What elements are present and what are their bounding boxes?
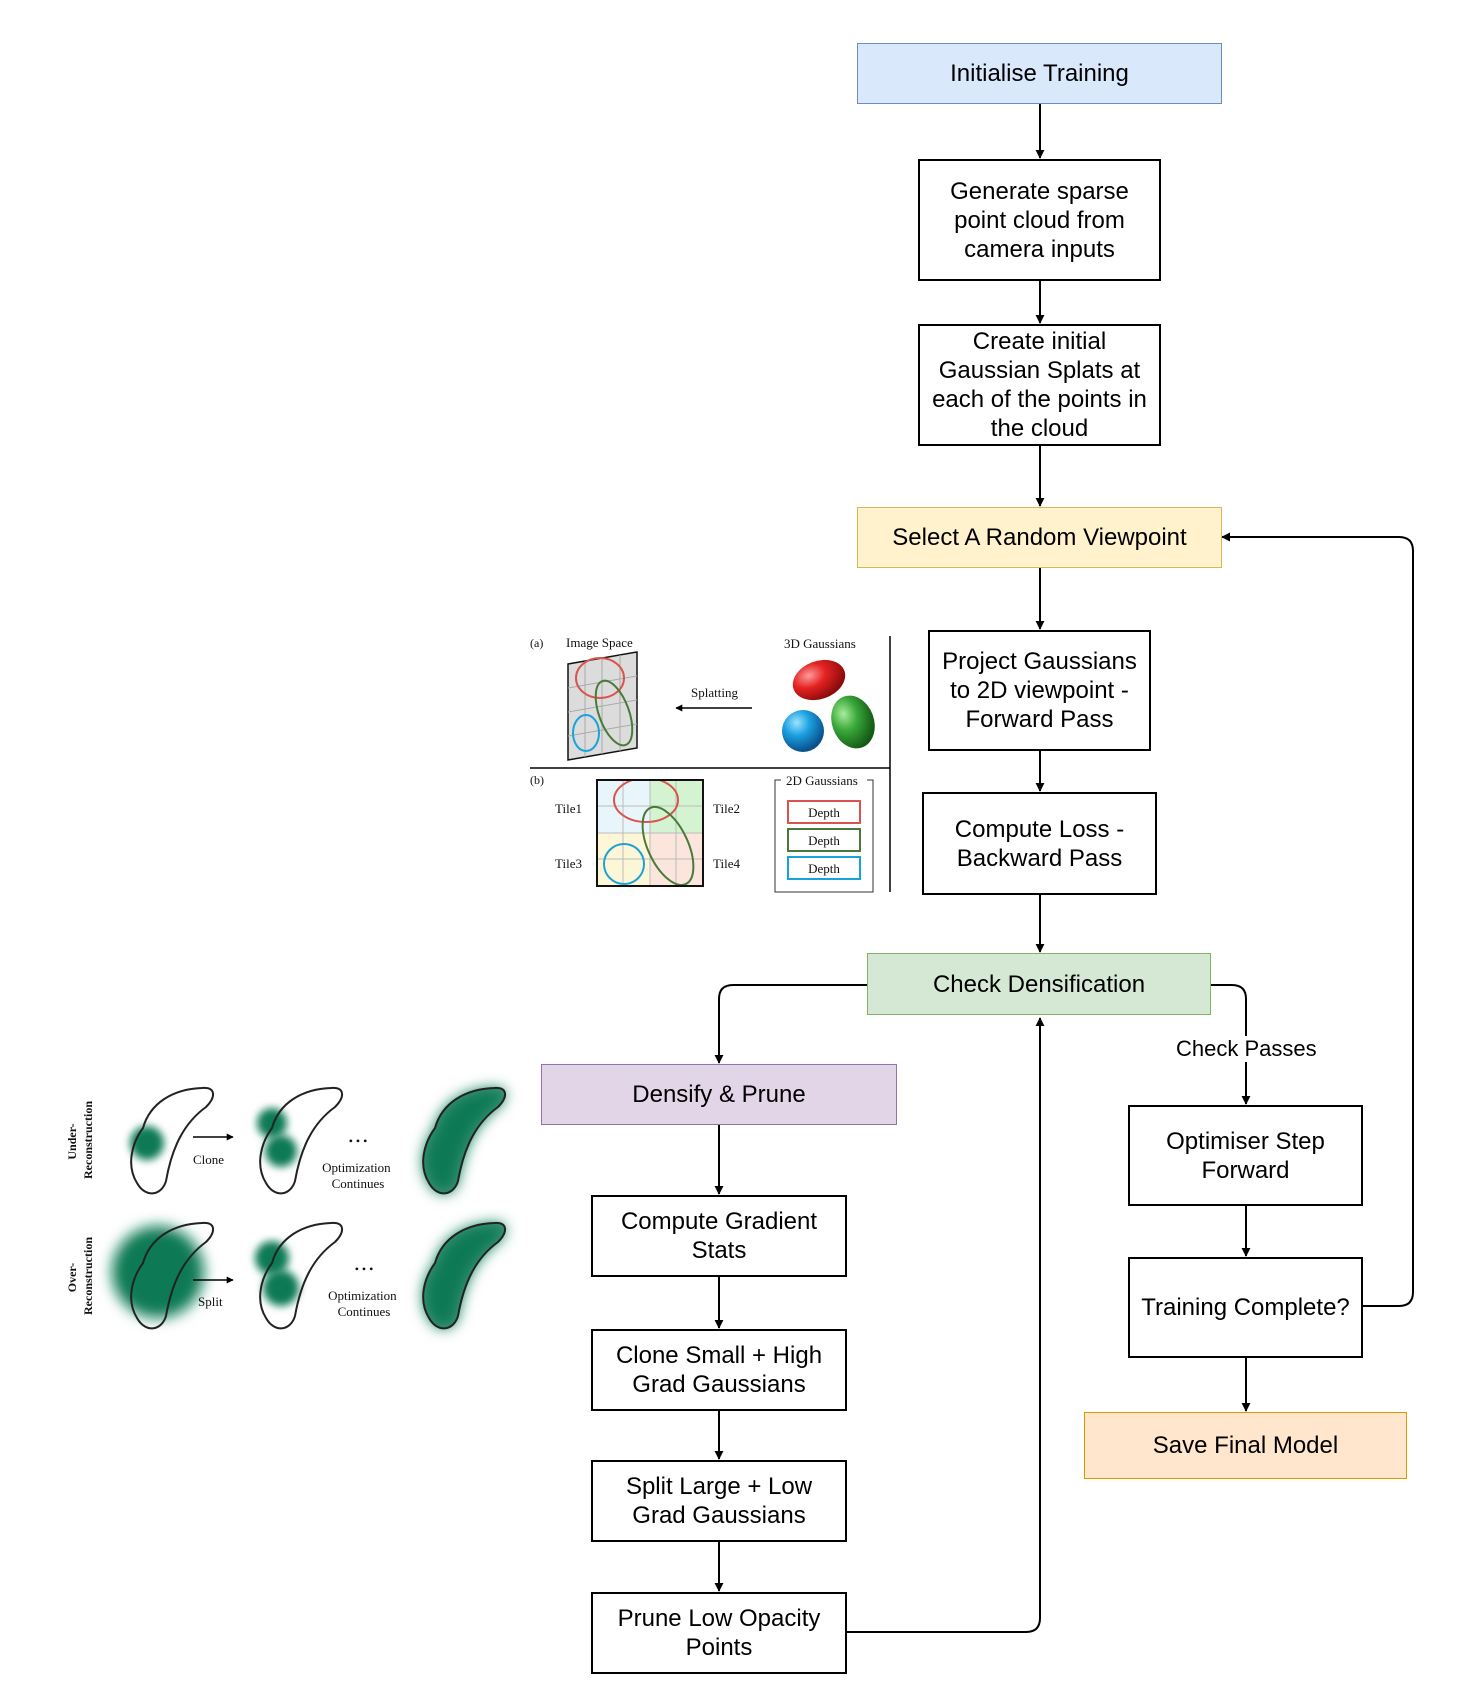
edge-label-check-passes: Check Passes <box>1172 1036 1321 1062</box>
splatting-figure: (a) Image Space 3D Gaussians Splatting <box>530 635 891 893</box>
green-gaussian <box>831 695 875 749</box>
over-row: Split • • • Optimization Continues <box>112 1221 506 1330</box>
blue-gaussian <box>782 710 824 752</box>
depth-label-blue: Depth <box>808 861 840 876</box>
node-create-initial-splats: Create initial Gaussian Splats at each o… <box>918 324 1161 446</box>
depth-label-green: Depth <box>808 833 840 848</box>
under-row: Clone • • • Optimization Continues <box>130 1086 506 1195</box>
node-optimiser-step: Optimiser Step Forward <box>1128 1105 1363 1206</box>
node-save-final-model: Save Final Model <box>1084 1412 1407 1479</box>
node-compute-gradient-stats: Compute Gradient Stats <box>591 1195 847 1277</box>
tile3-label: Tile3 <box>555 856 582 871</box>
image-space-label: Image Space <box>566 635 633 650</box>
depth-label-red: Depth <box>808 805 840 820</box>
flow-edges <box>714 104 1414 1633</box>
node-densify-prune: Densify & Prune <box>541 1064 897 1125</box>
splatting-label: Splatting <box>691 685 738 700</box>
optimization-continues-under: Optimization Continues <box>322 1160 394 1191</box>
optimization-continues-over: Optimization Continues <box>328 1288 400 1319</box>
node-split-large-low-grad: Split Large + Low Grad Gaussians <box>591 1460 847 1542</box>
clone-label: Clone <box>193 1152 224 1167</box>
node-training-complete: Training Complete? <box>1128 1257 1363 1358</box>
depth-panel: 2D Gaussians Depth Depth Depth <box>774 772 874 893</box>
node-check-densification: Check Densification <box>867 953 1211 1015</box>
gaussians-3d-label: 3D Gaussians <box>784 636 856 651</box>
edge-prune-check <box>846 1017 1045 1633</box>
dots-under: • • • <box>349 1134 368 1148</box>
over-reconstruction-label: Over- Reconstruction <box>65 1237 95 1315</box>
under-reconstruction-label: Under- Reconstruction <box>65 1101 95 1179</box>
panel-b-tag: (b) <box>530 773 544 787</box>
node-select-random-viewpoint: Select A Random Viewpoint <box>857 507 1222 568</box>
node-compute-loss: Compute Loss - Backward Pass <box>922 792 1157 895</box>
panel-a-tag: (a) <box>530 636 543 650</box>
tile2-label: Tile2 <box>713 801 740 816</box>
node-initialise-training: Initialise Training <box>857 43 1222 104</box>
red-gaussian <box>792 659 846 701</box>
edge-check-optimiser <box>1211 984 1251 1105</box>
node-prune-low-opacity: Prune Low Opacity Points <box>591 1592 847 1674</box>
split-label: Split <box>198 1294 223 1309</box>
node-clone-small-high-grad: Clone Small + High Grad Gaussians <box>591 1329 847 1411</box>
node-generate-sparse-point-cloud: Generate sparse point cloud from camera … <box>918 159 1161 281</box>
node-project-gaussians: Project Gaussians to 2D viewpoint - Forw… <box>928 630 1151 751</box>
tile1-label: Tile1 <box>555 801 582 816</box>
gaussians-2d-label: 2D Gaussians <box>786 773 858 788</box>
tile-grid <box>596 779 704 887</box>
edge-complete-select <box>1221 532 1414 1307</box>
gaussian-balls-3d <box>782 659 875 752</box>
densification-figure: Under- Reconstruction Over- Reconstructi… <box>65 1086 506 1330</box>
image-plane <box>567 651 638 761</box>
edge-check-densify <box>714 984 867 1064</box>
tile4-label: Tile4 <box>713 856 740 871</box>
dots-over: • • • <box>355 1262 374 1276</box>
